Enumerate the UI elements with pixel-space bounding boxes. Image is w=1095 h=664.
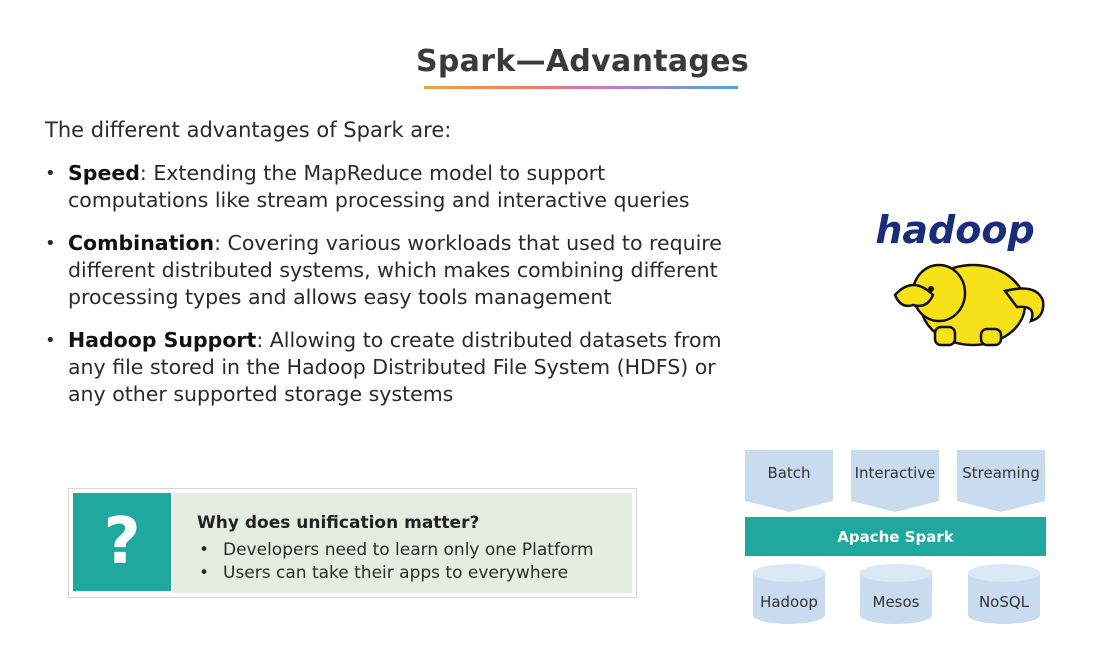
intro-text: The different advantages of Spark are: bbox=[45, 118, 452, 142]
advantage-text: : Covering various workloads that used t… bbox=[68, 231, 722, 309]
question-mark-icon: ? bbox=[73, 493, 171, 591]
workload-batch: Batch bbox=[745, 450, 833, 512]
callout-point: Developers need to learn only one Platfo… bbox=[197, 539, 594, 562]
hadoop-elephant-icon: hadoop bbox=[875, 207, 1045, 347]
advantages-list: Speed: Extending the MapReduce model to … bbox=[45, 160, 745, 424]
advantage-text: : Extending the MapReduce model to suppo… bbox=[68, 161, 690, 212]
callout-points: Developers need to learn only one Platfo… bbox=[197, 539, 594, 585]
storage-nosql: NoSQL bbox=[966, 563, 1042, 625]
callout-heading: Why does unification matter? bbox=[197, 513, 480, 533]
database-cylinder-icon bbox=[753, 564, 825, 624]
storage-label: NoSQL bbox=[978, 593, 1030, 611]
advantage-text: : Allowing to create distributed dataset… bbox=[68, 328, 722, 406]
advantage-item: Speed: Extending the MapReduce model to … bbox=[45, 160, 745, 214]
database-cylinder-icon bbox=[968, 564, 1040, 624]
hadoop-wordmark: hadoop bbox=[875, 208, 1034, 252]
unification-callout: ? Why does unification matter? Developer… bbox=[68, 488, 637, 598]
storage-label: Mesos bbox=[872, 593, 920, 611]
page-title: Spark—Advantages bbox=[416, 44, 749, 79]
hadoop-logo: hadoop bbox=[855, 205, 1055, 359]
advantage-term: Hadoop Support bbox=[68, 328, 257, 352]
workload-streaming: Streaming bbox=[957, 450, 1045, 512]
database-cylinder-icon bbox=[860, 564, 932, 624]
apache-spark-layer: Apache Spark bbox=[745, 517, 1046, 556]
advantage-item: Hadoop Support: Allowing to create distr… bbox=[45, 327, 745, 408]
advantage-term: Combination bbox=[68, 231, 215, 255]
storage-hadoop: Hadoop bbox=[751, 563, 827, 625]
callout-body: Why does unification matter? Developers … bbox=[173, 493, 632, 593]
workload-interactive: Interactive bbox=[851, 450, 939, 512]
title-underline bbox=[424, 86, 738, 89]
callout-point: Users can take their apps to everywhere bbox=[197, 562, 594, 585]
storage-mesos: Mesos bbox=[858, 563, 934, 625]
advantage-item: Combination: Covering various workloads … bbox=[45, 230, 745, 311]
storage-label: Hadoop bbox=[760, 593, 818, 611]
spark-architecture-diagram: Batch Interactive Streaming Apache Spark… bbox=[745, 450, 1047, 630]
advantage-term: Speed bbox=[68, 161, 140, 185]
